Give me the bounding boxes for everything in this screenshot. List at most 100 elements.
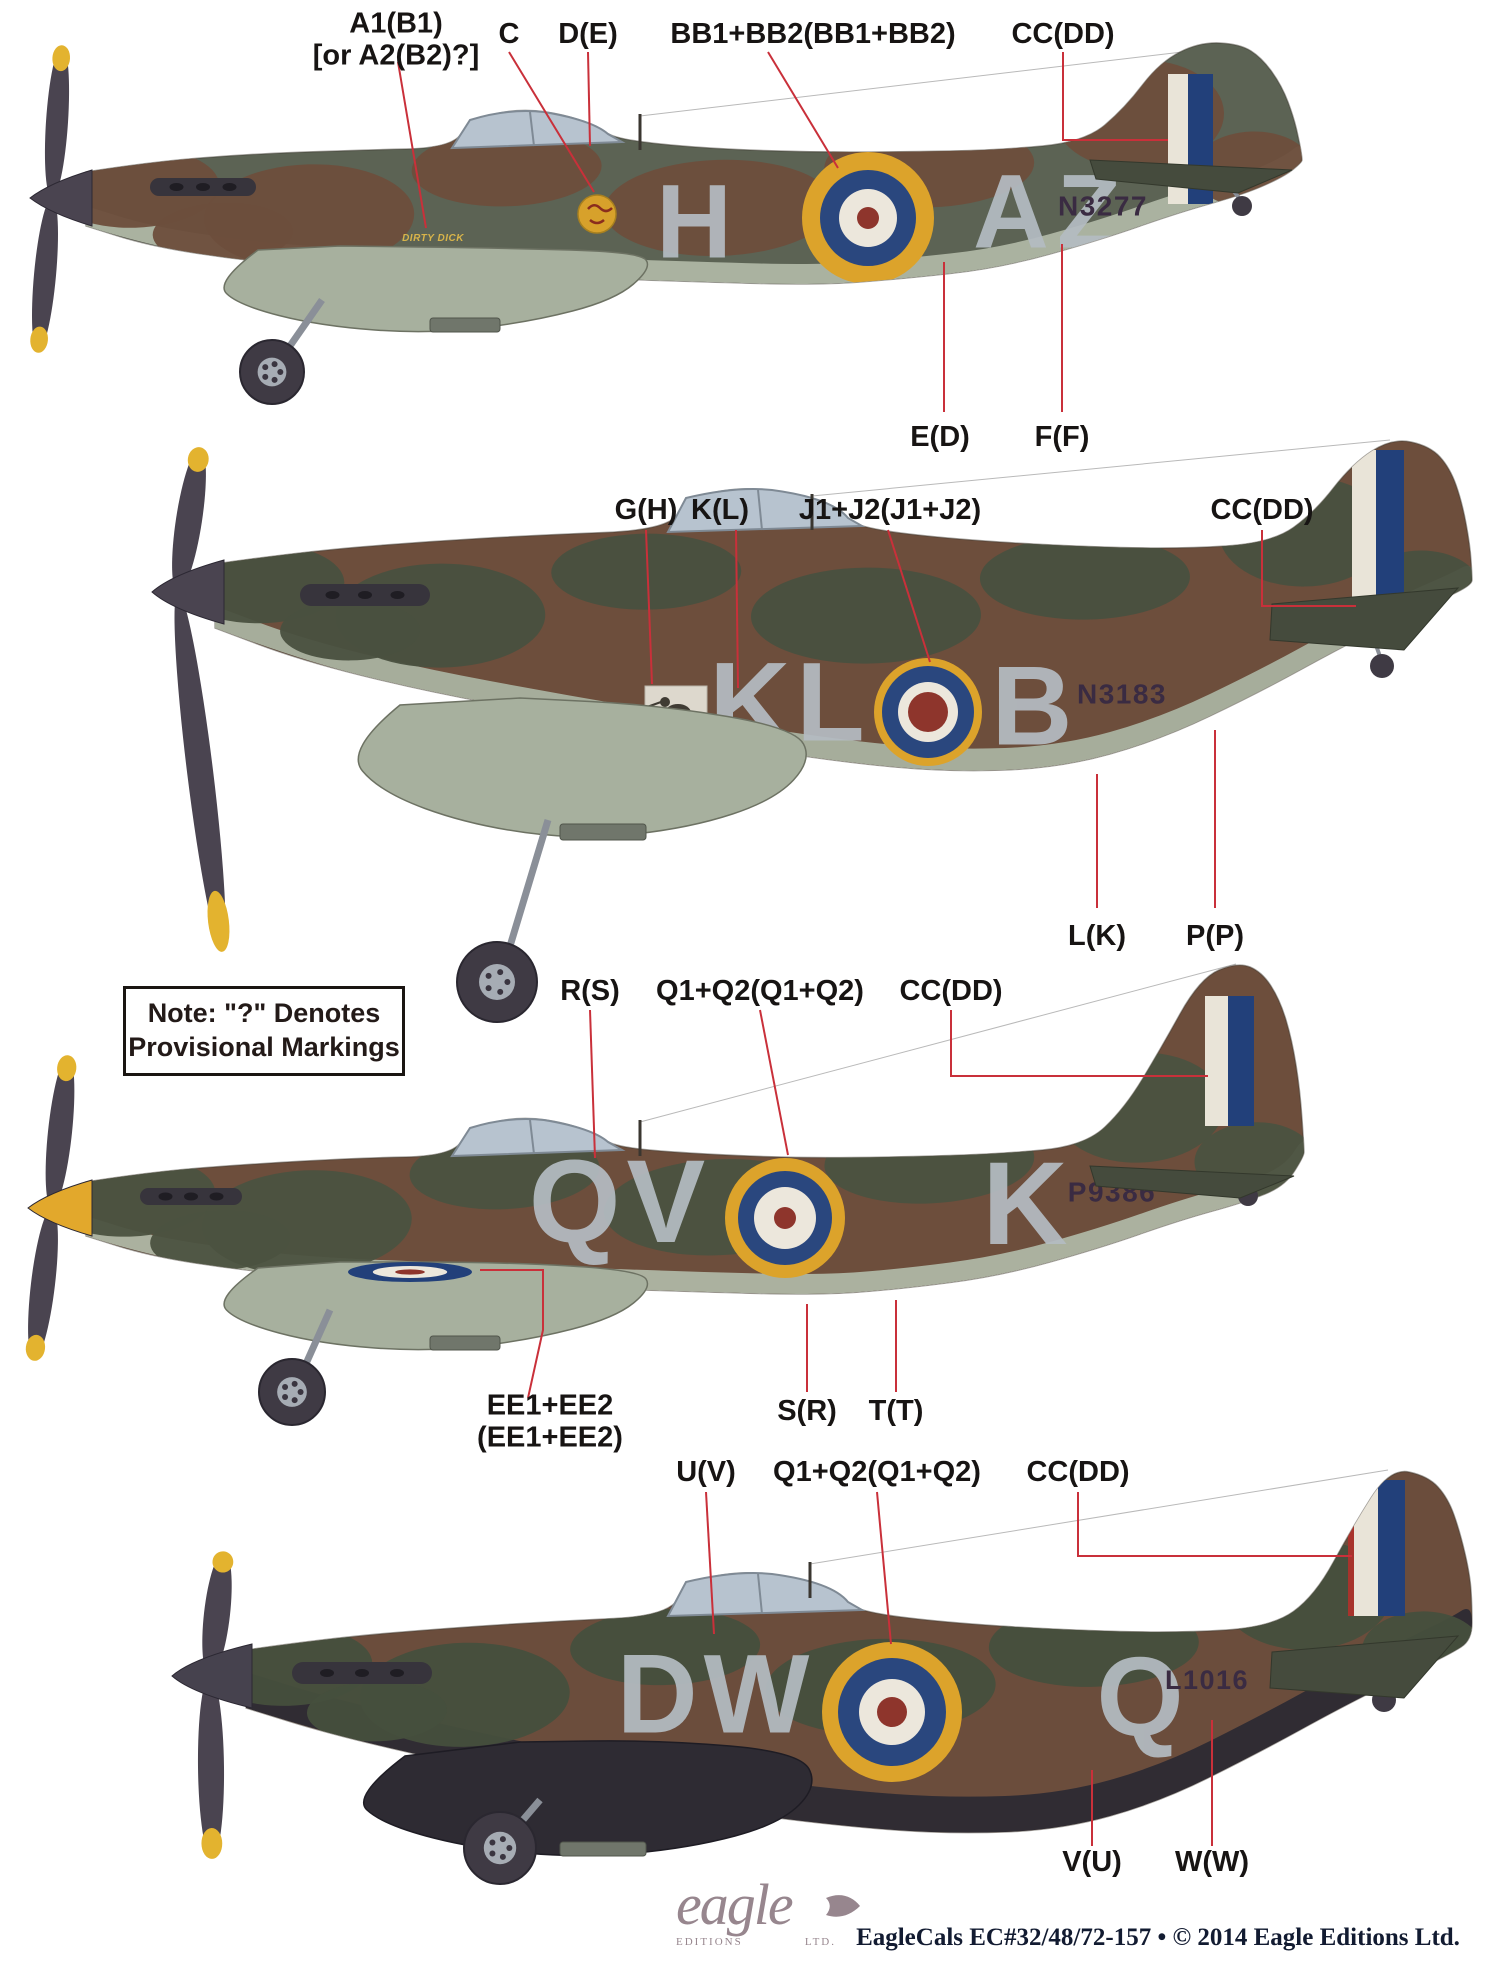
callout-label: F(F) [1034, 420, 1090, 453]
exhaust-port [184, 1192, 198, 1201]
callout-label: E(D) [910, 420, 970, 453]
callout-lines [645, 529, 1356, 908]
callout-label: C [498, 17, 520, 50]
spinner [27, 1179, 93, 1237]
exhaust-port [158, 1192, 173, 1201]
fin-flash-stripe [1352, 450, 1376, 610]
spinner [171, 1643, 253, 1709]
callout-label: L(K) [1068, 919, 1126, 952]
radiator [559, 1841, 647, 1857]
note-line-2: Provisional Markings [128, 1032, 400, 1062]
logo-subtext: EDITIONS LTD. [676, 1936, 836, 1948]
serial-number: N3277 [1058, 191, 1148, 222]
callout-label: S(R) [777, 1394, 837, 1427]
copyright-credit: EagleCals EC#32/48/72-157 • © 2014 Eagle… [856, 1924, 1460, 1951]
aerial-wire [811, 439, 1391, 497]
cockpit-canopy [666, 1572, 866, 1618]
callout-line [950, 1010, 1208, 1077]
tailplane [1089, 159, 1293, 194]
callout-label: CC(DD) [1011, 17, 1115, 50]
tailplane [1269, 1635, 1460, 1699]
camouflage-patch [152, 202, 293, 264]
serial-number: L1016 [1165, 1665, 1249, 1695]
canopy-frame [757, 1573, 763, 1615]
kiwi-head [660, 697, 670, 707]
callout-line [887, 529, 931, 663]
radiator [429, 317, 501, 333]
belly-band [215, 565, 1472, 771]
callout-label: A1(B1) [or A2(B2)?] [312, 7, 480, 72]
tailplane [1089, 1165, 1295, 1199]
callout-label: D(E) [558, 17, 618, 50]
callout-label: Q1+Q2(Q1+Q2) [773, 1455, 981, 1488]
wheel-hub-hole [271, 361, 278, 368]
camouflage-patch [604, 159, 835, 256]
propeller-blade [174, 591, 226, 951]
wheel-hub-hole [489, 1839, 496, 1846]
cockpit-canopy [450, 1118, 626, 1158]
exhaust-port [355, 1669, 369, 1677]
propeller-blade [172, 447, 206, 593]
callout-label: EE1+EE2 (EE1+EE2) [477, 1389, 623, 1454]
wheel-hub-hole [485, 985, 492, 992]
callout-line [1062, 52, 1168, 141]
fuselage-roundel [908, 692, 948, 732]
callout-line [876, 1491, 892, 1645]
propeller-blade [197, 1675, 225, 1859]
callout-label: G(H) [614, 493, 678, 526]
camouflage-patch [979, 535, 1190, 620]
exhaust-port [209, 1192, 224, 1201]
wheel-hub-hole [504, 979, 511, 985]
propeller-blade [45, 1055, 75, 1209]
wing [223, 245, 649, 333]
tail-wheel [1370, 654, 1394, 678]
propeller-tip [187, 447, 209, 472]
callout-label: U(V) [676, 1455, 736, 1488]
radiator [559, 823, 647, 841]
belly-band [86, 146, 1302, 284]
logo-editions: EDITIONS [676, 1936, 743, 1948]
callout-label: J1+J2(J1+J2) [798, 493, 982, 526]
wheel-hub-hole [499, 1853, 506, 1860]
callout-lines [397, 51, 1168, 412]
canopy-frame [757, 489, 763, 531]
fin-flash-stripe [1378, 1480, 1405, 1616]
fin-flash-stripe [1348, 1480, 1354, 1616]
fuselage-roundel [877, 1697, 907, 1727]
wing [357, 697, 807, 838]
callout-line [705, 1491, 715, 1635]
callout-label: W(W) [1174, 1845, 1250, 1878]
propeller-blade [31, 197, 59, 353]
squadron-code-left: DW [617, 1632, 816, 1757]
propeller-blade [202, 1551, 232, 1677]
canopy-frame [529, 111, 535, 147]
callout-line [645, 529, 653, 685]
nose-art-text: DIRTY DICK [402, 233, 464, 244]
callout-line [589, 1009, 596, 1159]
callout-lines [480, 1009, 1208, 1399]
canopy-frame [529, 1119, 535, 1155]
eagle-beak-flourish [826, 1895, 860, 1917]
callout-line [1261, 530, 1356, 607]
propeller-tip [25, 1334, 46, 1361]
propeller-tip [201, 1827, 223, 1859]
exhaust-port [390, 591, 405, 599]
wheel-hub-hole [271, 376, 278, 383]
wheel-hub-hole [499, 1836, 506, 1843]
callout-lines [705, 1491, 1352, 1846]
exhaust-port [222, 183, 237, 191]
wing [362, 1740, 813, 1857]
camouflage-patch [570, 1608, 761, 1686]
aerial-wire [809, 1469, 1389, 1565]
callout-line [759, 1009, 789, 1156]
callout-line [587, 51, 591, 147]
propeller-tip [57, 1055, 77, 1082]
callout-label: CC(DD) [1026, 1455, 1130, 1488]
callout-line [735, 529, 739, 689]
